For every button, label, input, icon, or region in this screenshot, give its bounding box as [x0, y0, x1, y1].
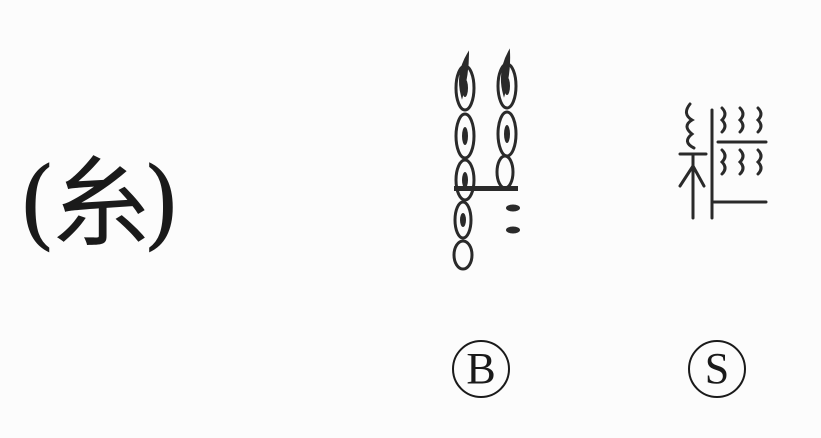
seal-label: S: [688, 340, 746, 398]
seal-script-glyph-icon: [670, 90, 770, 230]
bronze-script-glyph-icon: [432, 40, 532, 280]
modern-character: (糸𢇍): [18, 155, 176, 253]
seal-label-text: S: [705, 347, 729, 391]
bronze-label-text: B: [466, 347, 495, 391]
bronze-label: B: [452, 340, 510, 398]
